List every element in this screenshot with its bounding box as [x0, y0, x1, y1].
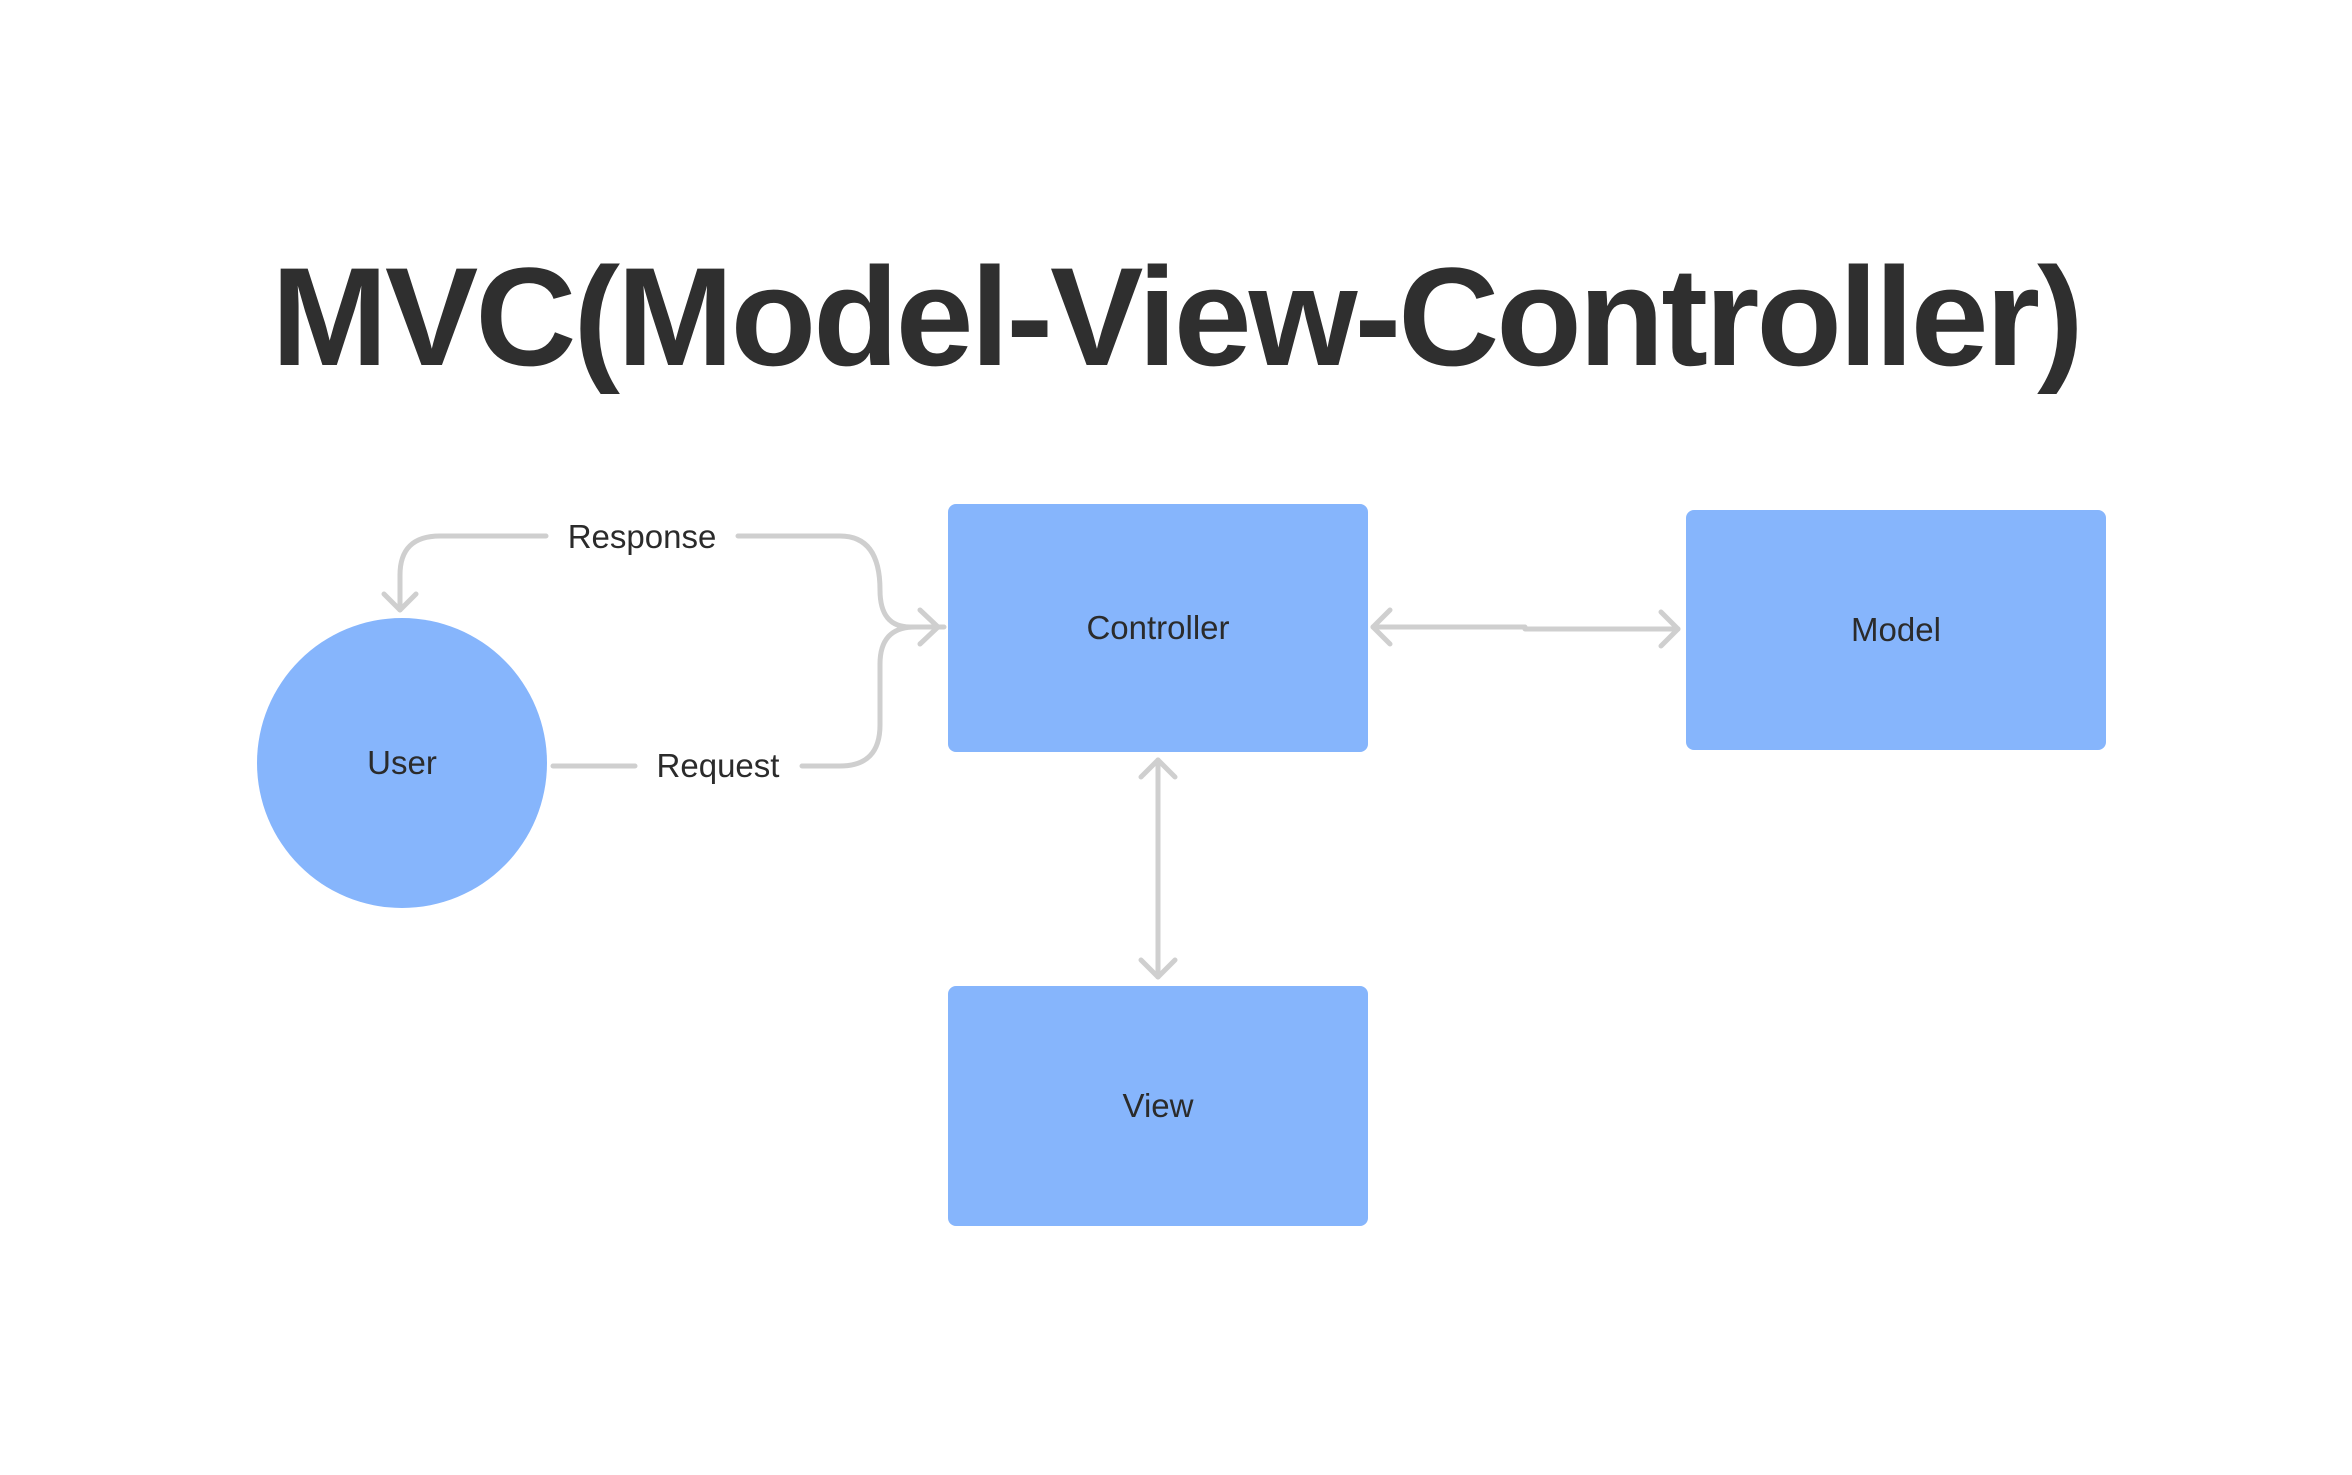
response-label: Response — [567, 518, 717, 555]
view-node[interactable]: View — [948, 986, 1368, 1226]
user-label: User — [367, 744, 437, 781]
controller-view-arrowhead-up-icon — [1138, 757, 1178, 780]
controller-model-connector — [1370, 624, 1681, 632]
controller-model-arrowhead-left-icon — [1370, 607, 1393, 647]
model-node[interactable]: Model — [1686, 510, 2106, 750]
response-connector-left — [397, 533, 549, 613]
controller-node[interactable]: Controller — [948, 504, 1368, 752]
user-node[interactable]: User — [257, 618, 547, 908]
model-label: Model — [1851, 611, 1941, 648]
controller-model-arrowhead-right-icon — [1658, 609, 1681, 649]
response-connector-right — [735, 533, 947, 630]
diagram-title: MVC(Model-View-Controller) — [271, 238, 2083, 395]
response-arrowhead-icon — [381, 591, 419, 613]
controller-view-arrowhead-down-icon — [1138, 957, 1178, 980]
request-connector-right — [799, 624, 918, 769]
controller-label: Controller — [1086, 609, 1230, 646]
request-label: Request — [656, 747, 780, 784]
controller-in-arrowhead-icon — [917, 607, 941, 647]
view-label: View — [1122, 1087, 1194, 1124]
